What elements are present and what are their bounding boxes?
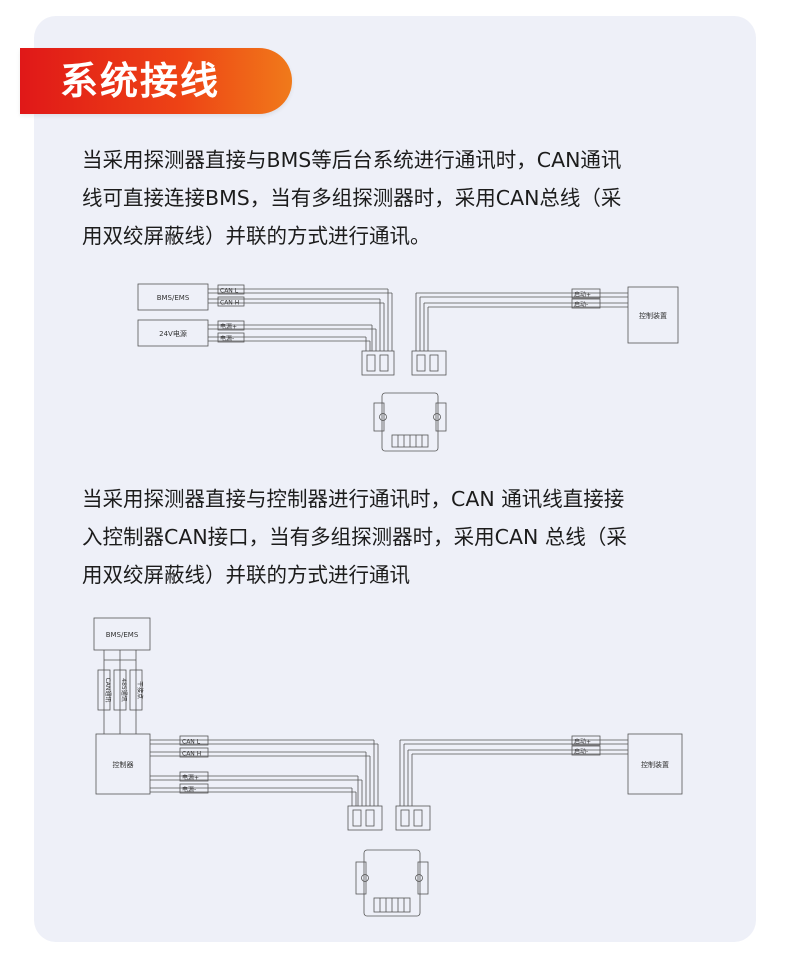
- start-pos-label: 启动+: [574, 738, 591, 746]
- connector-right: [395, 805, 431, 831]
- power-24v-label: 24V电源: [159, 329, 187, 338]
- start-neg-label: 启动-: [574, 301, 588, 309]
- bms-ems-box: [93, 617, 151, 651]
- start-pos-label: 启动+: [574, 291, 591, 299]
- paragraph-line: 用双绞屏蔽线）并联的方式进行通讯。: [82, 224, 431, 248]
- paragraph-bms: 当采用探测器直接与BMS等后台系统进行通讯时，CAN通讯 线可直接连接BMS，当…: [82, 141, 722, 255]
- power-pos-label: 电源+: [182, 774, 199, 782]
- rs485-comm-label: 485通讯: [120, 678, 128, 701]
- controller-label: 控制器: [113, 760, 134, 769]
- detector-module: [381, 392, 439, 452]
- controller-device-box: [627, 286, 679, 344]
- paragraph-line: 当采用探测器直接与控制器进行通讯时，CAN 通讯线直接接: [82, 487, 625, 511]
- section-title-badge: [20, 48, 292, 114]
- can-comm-label: CAN通讯: [104, 678, 112, 703]
- power-neg-label: 电源-: [220, 335, 234, 343]
- power-24v-box: [137, 319, 209, 347]
- section-title: 系统接线: [60, 59, 221, 103]
- power-neg-label: 电源-: [182, 786, 196, 794]
- paragraph-controller: 当采用探测器直接与控制器进行通讯时，CAN 通讯线直接接 入控制器CAN接口，当…: [82, 480, 722, 594]
- can-l-label: CAN L: [220, 288, 239, 295]
- bms-ems-label: BMS/EMS: [157, 294, 190, 302]
- bms-ems-label: BMS/EMS: [106, 631, 139, 639]
- controller-device-box: [627, 733, 683, 795]
- paragraph-line: 当采用探测器直接与BMS等后台系统进行通讯时，CAN通讯: [82, 148, 622, 172]
- controller-box: [95, 733, 151, 795]
- controller-device-label: 控制装置: [639, 311, 667, 320]
- paragraph-line: 入控制器CAN接口，当有多组探测器时，采用CAN 总线（采: [82, 525, 627, 549]
- paragraph-line: 线可直接连接BMS，当有多组探测器时，采用CAN总线（采: [82, 186, 622, 210]
- detector-module: [363, 849, 421, 917]
- dry-contact-label: 干接点: [136, 681, 144, 699]
- connector-right: [411, 350, 447, 376]
- controller-device-label: 控制装置: [641, 760, 669, 769]
- start-neg-label: 启动-: [574, 748, 588, 756]
- connector-left: [361, 350, 395, 376]
- can-h-label: CAN H: [220, 300, 239, 307]
- power-pos-label: 电源+: [220, 323, 237, 331]
- can-l-label: CAN L: [182, 739, 201, 746]
- connector-left: [347, 805, 383, 831]
- wiring-diagram-bms: BMS/EMS 24V电源 CAN L CAN H 电源+ 电源- 启动+ 启动…: [137, 283, 679, 452]
- paragraph-line: 用双绞屏蔽线）并联的方式进行通讯: [82, 563, 410, 587]
- wiring-diagram-controller: BMS/EMS CAN通讯 485通讯 干接点 控制器 CAN L CAN H …: [93, 617, 683, 917]
- can-h-label: CAN H: [182, 751, 201, 758]
- bms-ems-box: [137, 283, 209, 311]
